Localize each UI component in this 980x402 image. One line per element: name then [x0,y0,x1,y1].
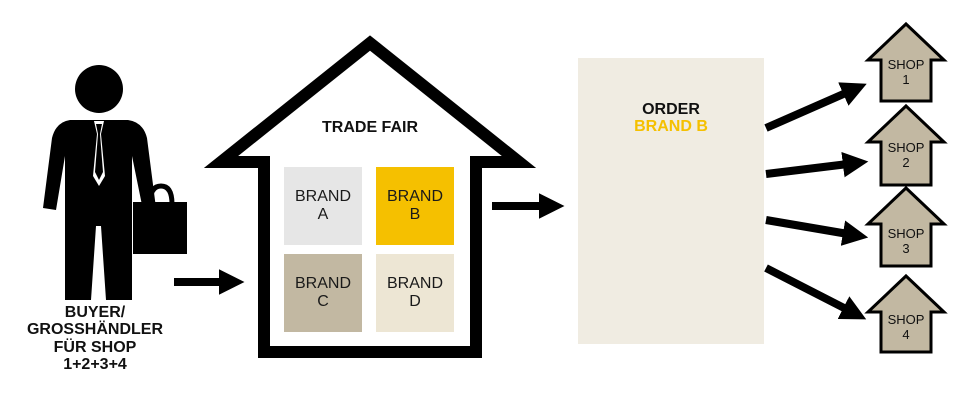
shop-houses [864,21,948,354]
brand-b-label: BRAND [386,188,443,206]
buyer-label-line-3: FÜR SHOP [53,338,137,356]
shop-house-4 [864,273,948,354]
arrow-order-to-shop-1 [764,82,867,132]
shop-house-3 [864,185,948,268]
shop-2-label: SHOP 2 [876,140,936,171]
trade-fair-title: TRADE FAIR [322,119,418,136]
shop-house-1 [864,21,948,103]
brand-b-box: BRAND B [376,167,454,245]
order-title: ORDER BRAND B [578,101,764,136]
arrow-order-to-shop-3 [765,216,869,246]
buyer-label-line-2: GROSSHÄNDLER [26,321,163,339]
brand-d-letter: D [409,293,421,310]
brand-a-box: BRAND A [284,167,362,245]
buyer-figure-icon [43,65,156,300]
shop-2-word: SHOP [887,140,925,155]
brand-a-letter: A [317,206,329,223]
shop-3-label: SHOP 3 [876,226,936,257]
shop-1-word: SHOP [887,57,925,72]
shop-house-2 [864,103,948,187]
order-document [578,58,764,344]
buyer-label-line-4: 1+2+3+4 [63,355,127,373]
brand-d-label: BRAND [386,275,443,293]
buyer-label-line-1: BUYER/ [64,304,126,321]
shopping-bag-icon [133,183,187,254]
shop-4-label: SHOP 4 [876,312,936,343]
order-brand: BRAND B [634,117,708,135]
shop-3-word: SHOP [887,226,925,241]
order-heading: ORDER [642,101,700,118]
arrow-order-to-shop-2 [765,151,869,178]
shop-2-number: 2 [902,154,910,170]
shop-1-label: SHOP 1 [876,57,936,88]
brand-b-letter: B [409,206,421,223]
shop-3-number: 3 [902,240,910,256]
shop-4-number: 4 [902,326,910,342]
brand-d-box: BRAND D [376,254,454,332]
trade-fair-house [203,35,537,358]
arrow-order-to-shop-4 [764,264,867,320]
shop-1-number: 1 [902,71,910,87]
brand-c-label: BRAND [294,275,351,293]
brand-c-box: BRAND C [284,254,362,332]
buyer-label: BUYER/ GROSSHÄNDLER FÜR SHOP 1+2+3+4 [10,304,180,373]
brand-c-letter: C [317,293,329,310]
brand-a-label: BRAND [294,188,351,206]
shop-4-word: SHOP [887,312,925,327]
